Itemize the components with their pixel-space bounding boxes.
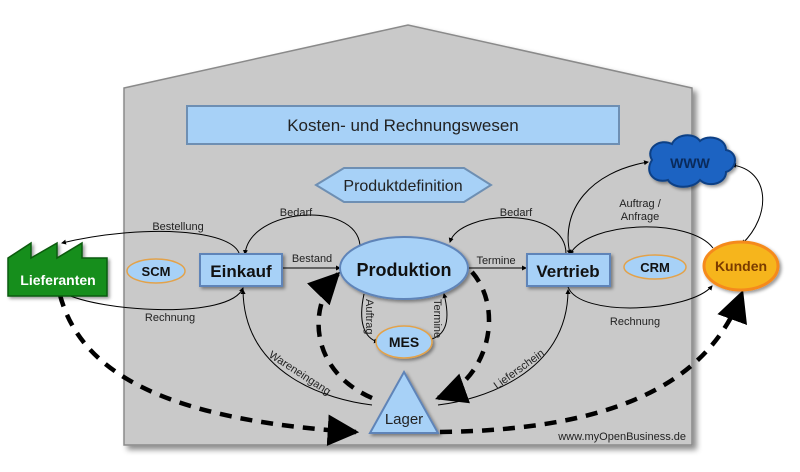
flow-produktion-lager bbox=[435, 270, 492, 404]
edge-rechnung-left bbox=[63, 287, 244, 311]
vertrieb-node bbox=[526, 253, 611, 287]
cost-accounting-box bbox=[186, 105, 620, 145]
label-bedarf-right: Bedarf bbox=[500, 207, 533, 219]
crm-node bbox=[623, 254, 687, 280]
produktion-node bbox=[339, 236, 469, 300]
label-rechnung-left: Rechnung bbox=[145, 312, 195, 324]
flow-lieferanten-lager bbox=[57, 294, 360, 446]
label-auftrag-anfrage-1: Auftrag / bbox=[619, 198, 662, 210]
edge-bedarf-right bbox=[448, 217, 567, 255]
edge-www-kunden bbox=[731, 163, 764, 245]
edge-bestellung bbox=[61, 230, 241, 259]
vertrieb-label: Vertrieb bbox=[536, 262, 599, 281]
edge-rechnung-right bbox=[567, 285, 713, 309]
mes-label: MES bbox=[389, 334, 419, 350]
label-bestand: Bestand bbox=[292, 253, 332, 265]
einkauf-label: Einkauf bbox=[210, 262, 272, 281]
scm-label: SCM bbox=[142, 264, 171, 279]
cost-accounting-label: Kosten- und Rechnungswesen bbox=[287, 116, 519, 135]
flow-lager-produktion bbox=[306, 271, 373, 401]
edge-wareneingang bbox=[240, 289, 373, 406]
scm-node bbox=[126, 258, 186, 284]
einkauf-node bbox=[199, 253, 283, 287]
mes-node bbox=[375, 325, 433, 359]
label-auftrag-anfrage-2: Anfrage bbox=[621, 211, 660, 223]
label-termine: Termine bbox=[476, 255, 515, 267]
label-termine-mes: Termine bbox=[431, 299, 443, 338]
kunden-node bbox=[702, 240, 780, 292]
lager-label: Lager bbox=[385, 411, 423, 428]
label-rechnung-right: Rechnung bbox=[610, 316, 660, 328]
cloud-icon bbox=[648, 134, 736, 188]
label-bestellung: Bestellung bbox=[152, 221, 203, 233]
triangle-icon bbox=[368, 369, 440, 434]
edge-auftrag-mes bbox=[361, 293, 379, 344]
product-definition-hexagon bbox=[314, 167, 493, 203]
footer-url: www.myOpenBusiness.de bbox=[557, 431, 686, 443]
produktion-label: Produktion bbox=[357, 260, 452, 280]
product-definition-label: Produktdefinition bbox=[343, 178, 462, 195]
factory-icon bbox=[7, 241, 108, 297]
crm-label: CRM bbox=[640, 260, 670, 275]
flow-lager-kunden bbox=[439, 290, 747, 435]
www-label: WWW bbox=[670, 155, 710, 171]
kunden-label: Kunden bbox=[715, 258, 767, 274]
lieferanten-label: Lieferanten bbox=[20, 272, 95, 288]
edge-vertrieb-www bbox=[566, 160, 649, 255]
label-auftrag-mes: Auftrag bbox=[363, 299, 375, 334]
label-bedarf-left: Bedarf bbox=[280, 207, 313, 219]
edge-bedarf-left bbox=[242, 214, 361, 255]
edge-termine-mes bbox=[427, 293, 448, 341]
